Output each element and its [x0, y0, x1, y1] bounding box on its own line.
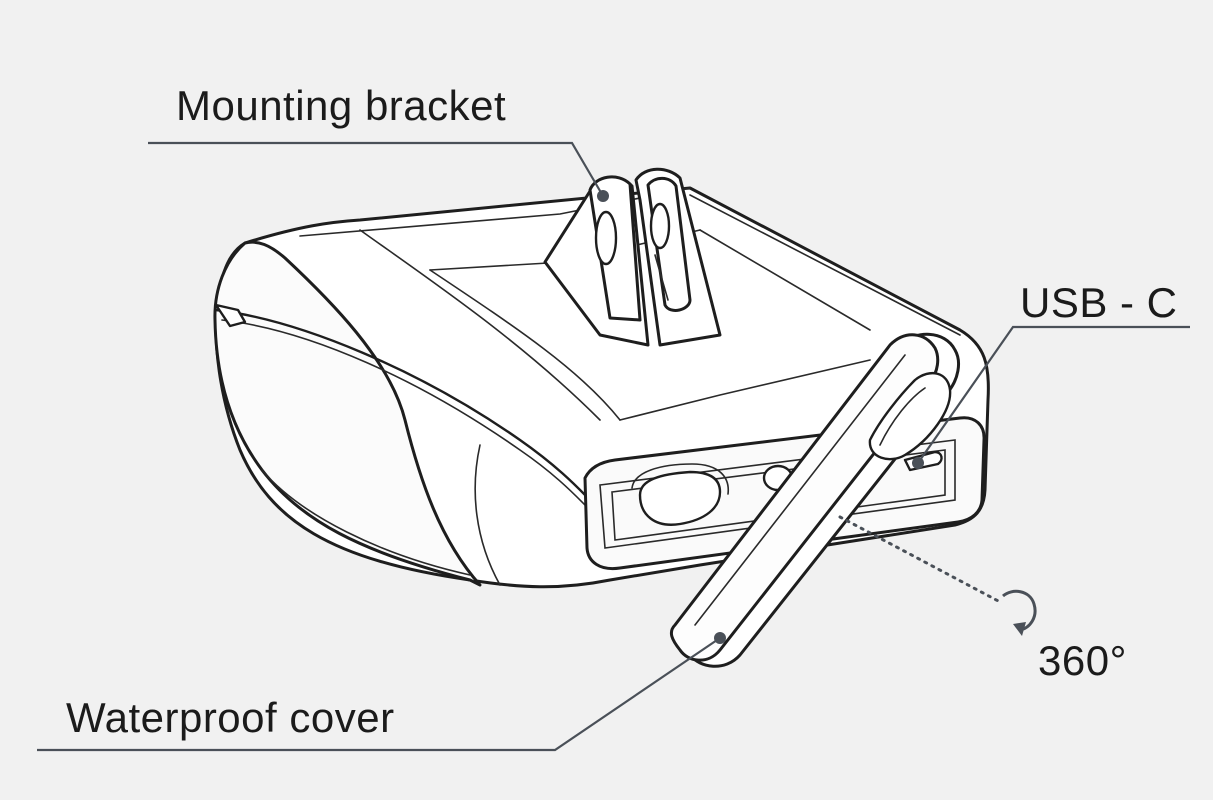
waterproof-cover	[669, 332, 960, 668]
leader-mounting-bracket	[148, 141, 604, 197]
leader-dot-usb-c	[912, 457, 924, 469]
rotation-arrowhead-icon	[1013, 622, 1026, 636]
leader-dot-mounting-bracket	[597, 190, 609, 202]
leader-waterproof-cover	[37, 637, 721, 752]
mounting-bracket	[543, 167, 722, 347]
rotation-axis-line	[838, 515, 1004, 605]
rotation-arrow-icon	[1002, 589, 1037, 632]
leader-usb-c	[917, 325, 1190, 464]
rotation-indicator	[838, 515, 1037, 636]
label-usb-c: USB - C	[1020, 279, 1178, 326]
label-rotation: 360°	[1038, 637, 1127, 684]
leader-lines	[37, 141, 1190, 752]
leader-dot-waterproof-cover	[714, 632, 726, 644]
label-mounting-bracket: Mounting bracket	[176, 82, 507, 129]
label-waterproof-cover: Waterproof cover	[66, 694, 395, 741]
